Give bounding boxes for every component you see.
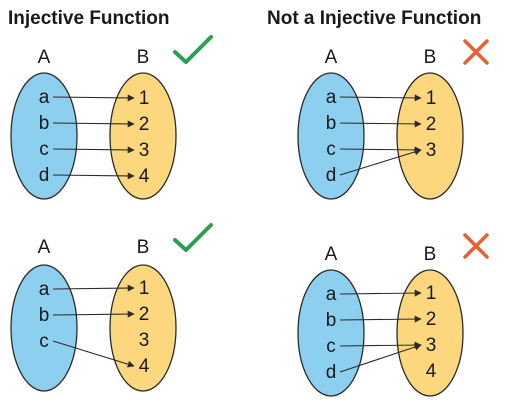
mapping-arrow-c-to-3 — [339, 341, 422, 349]
set-b-label: B — [137, 47, 150, 68]
set-b-element-1: 1 — [139, 278, 150, 299]
set-a-ellipse — [297, 269, 365, 397]
set-a-element-c: c — [39, 331, 49, 352]
set-a-element-a: a — [326, 87, 337, 108]
set-b-label: B — [424, 47, 437, 68]
mapping-arrow-a-to-1 — [339, 94, 422, 102]
set-b-label: B — [424, 244, 437, 265]
heading-not-injective: Not a Injective Function — [267, 8, 481, 29]
set-b-element-3: 3 — [426, 335, 437, 356]
set-a-ellipse — [10, 264, 78, 392]
set-a-ellipse — [10, 72, 78, 200]
mapping-arrow-c-to-3 — [339, 146, 422, 154]
mapping-arrow-d-to-3 — [339, 148, 422, 176]
set-b-element-1: 1 — [426, 283, 437, 304]
set-b-element-4: 4 — [139, 166, 150, 187]
mapping-arrow-c-to-3 — [52, 146, 135, 154]
set-a-element-a: a — [39, 87, 50, 108]
heading-injective: Injective Function — [8, 8, 170, 29]
mapping-arrow-d-to-4 — [52, 172, 135, 180]
mapping-arrow-a-to-1 — [52, 94, 135, 102]
mapping-arrow-c-to-4 — [52, 340, 135, 368]
set-b-element-2: 2 — [426, 309, 437, 330]
mapping-arrow-a-to-1 — [339, 289, 422, 297]
set-b-ellipse — [396, 269, 464, 397]
set-b-element-3: 3 — [426, 140, 437, 161]
set-a-element-c: c — [326, 336, 336, 357]
set-a-element-d: d — [39, 165, 50, 186]
mapping-arrow-a-to-1 — [52, 284, 135, 292]
set-a-element-c: c — [39, 139, 49, 160]
set-b-ellipse — [396, 72, 464, 200]
set-a-label: A — [325, 244, 338, 265]
check-icon — [173, 35, 213, 64]
set-a-element-a: a — [326, 284, 337, 305]
set-a-element-b: b — [326, 310, 337, 331]
set-b-element-4: 4 — [426, 361, 437, 382]
set-a-label: A — [325, 47, 338, 68]
set-a-element-c: c — [326, 139, 336, 160]
set-a-element-b: b — [326, 113, 337, 134]
set-b-element-4: 4 — [139, 356, 150, 377]
set-b-element-2: 2 — [139, 304, 150, 325]
cross-icon — [463, 39, 489, 65]
set-b-label: B — [137, 237, 150, 258]
set-b-element-3: 3 — [139, 140, 150, 161]
mapping-arrow-b-to-2 — [339, 315, 422, 323]
set-b-element-2: 2 — [139, 114, 150, 135]
set-b-ellipse — [109, 72, 177, 200]
set-a-ellipse — [297, 72, 365, 200]
set-a-element-a: a — [39, 279, 50, 300]
set-a-element-d: d — [326, 362, 337, 383]
cross-icon — [463, 233, 489, 259]
set-b-ellipse — [109, 264, 177, 392]
mapping-arrow-b-to-2 — [52, 310, 135, 318]
set-a-element-b: b — [39, 305, 50, 326]
check-icon — [173, 223, 213, 252]
set-a-element-b: b — [39, 113, 50, 134]
mapping-arrow-b-to-2 — [339, 120, 422, 128]
set-a-label: A — [38, 47, 51, 68]
mapping-arrow-b-to-2 — [52, 120, 135, 128]
set-b-element-1: 1 — [426, 88, 437, 109]
set-b-element-3: 3 — [139, 330, 150, 351]
set-a-element-d: d — [326, 165, 337, 186]
set-a-label: A — [38, 237, 51, 258]
set-b-element-1: 1 — [139, 88, 150, 109]
mapping-arrow-d-to-3 — [339, 343, 422, 373]
set-b-element-2: 2 — [426, 114, 437, 135]
